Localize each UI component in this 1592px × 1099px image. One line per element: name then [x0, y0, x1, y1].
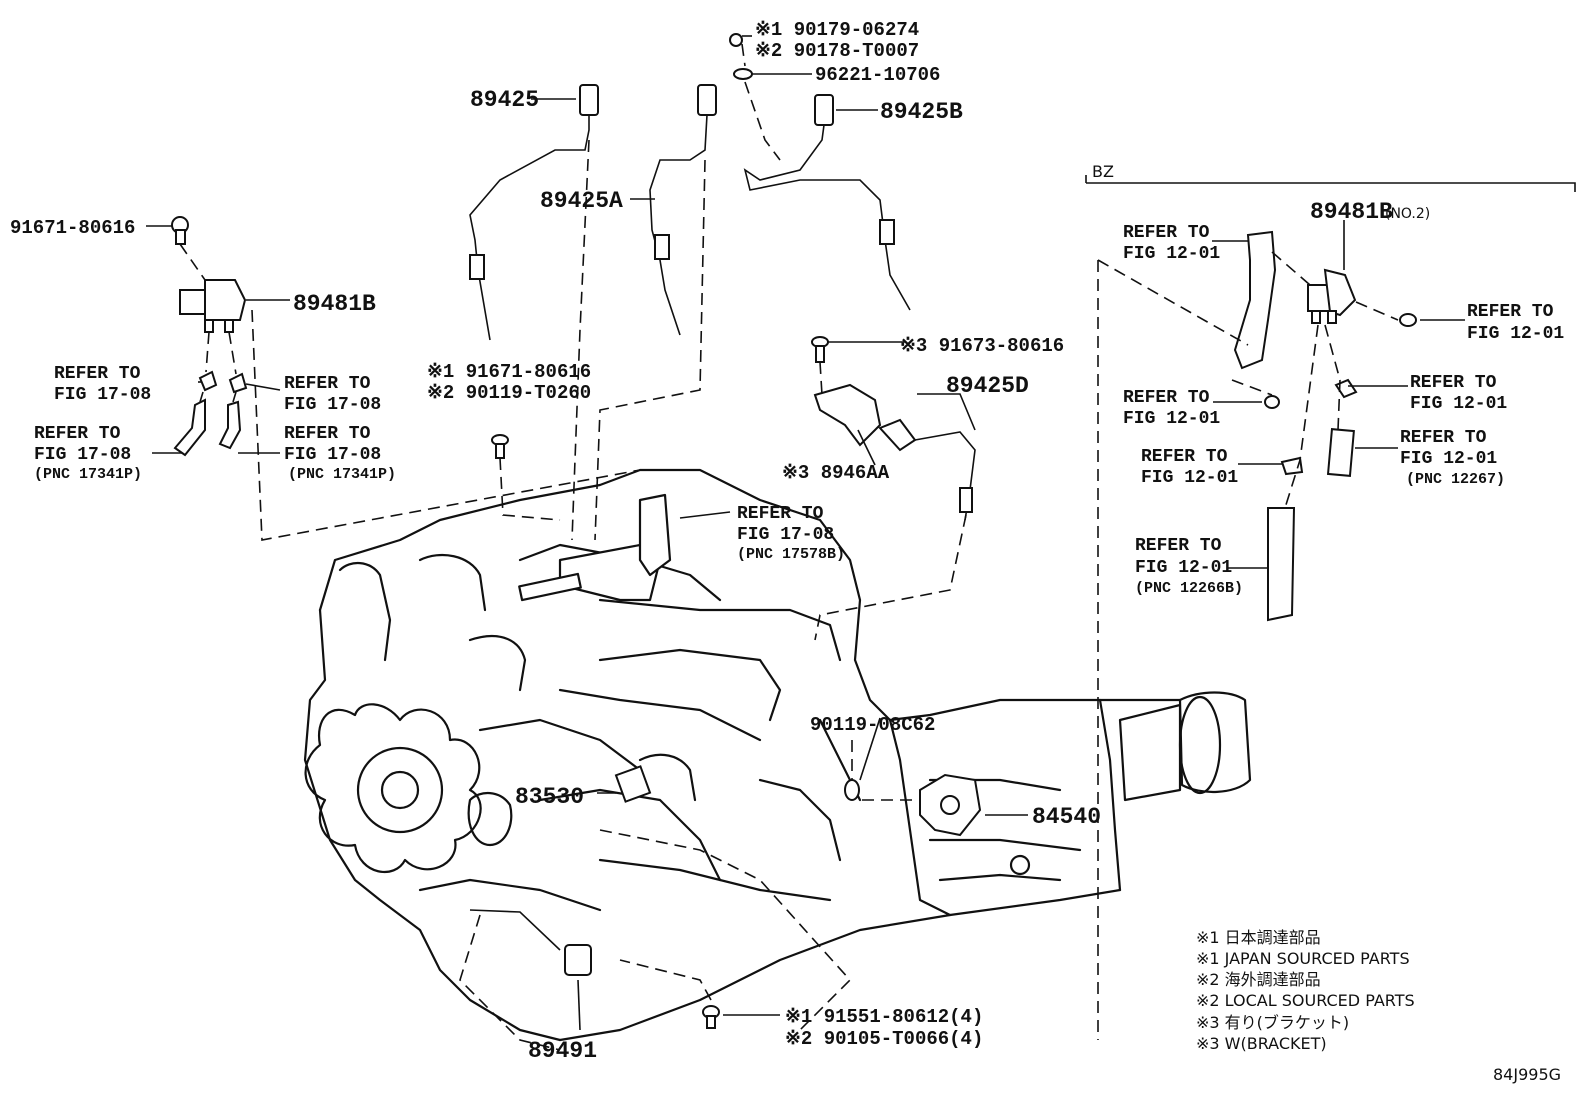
label-90179[interactable]: ※1 90179-06274: [755, 19, 919, 41]
part-hose-left-1[interactable]: [173, 398, 206, 457]
label-89491[interactable]: 89491: [528, 1038, 597, 1064]
bz-refer-5-line1[interactable]: REFER TO: [1141, 447, 1228, 467]
legend-note-4: ※2 LOCAL SOURCED PARTS: [1196, 991, 1415, 1010]
part-89425A-sensor[interactable]: [649, 84, 717, 336]
bz-refer-2-line2[interactable]: FIG 12-01: [1467, 324, 1564, 344]
refer-b-line1[interactable]: REFER TO: [284, 374, 371, 394]
label-8946AA[interactable]: ※3 8946AA: [782, 462, 890, 484]
labels: ※1 90179-06274 ※2 90178-T0007 96221-1070…: [10, 19, 1564, 1084]
part-84540-switch[interactable]: [919, 773, 982, 837]
part-bz-bolt-left[interactable]: [1264, 395, 1280, 409]
part-8946AA-bracket[interactable]: [813, 383, 882, 447]
part-89491-sensor[interactable]: [469, 909, 592, 976]
refer-b-line2[interactable]: FIG 17-08: [284, 395, 381, 415]
label-89425A[interactable]: 89425A: [540, 188, 623, 214]
refer-d-line2[interactable]: FIG 17-08: [284, 445, 381, 465]
bz-refer-3-line2[interactable]: FIG 12-01: [1123, 409, 1220, 429]
label-no2: (NO.2): [1385, 206, 1430, 222]
part-bz-hose-1[interactable]: [1326, 428, 1355, 477]
refer-e-pnc[interactable]: (PNC 17578B): [737, 546, 845, 563]
part-bz-bracket[interactable]: [1233, 230, 1277, 370]
bz-label: BZ: [1092, 162, 1114, 181]
part-83530-switch[interactable]: [614, 765, 652, 803]
part-90119-08C62-bolt[interactable]: [844, 779, 860, 801]
refer-d-pnc[interactable]: (PNC 17341P): [288, 466, 396, 483]
part-91671-bolt-mid[interactable]: [491, 434, 509, 459]
bz-refer-1-line1[interactable]: REFER TO: [1123, 223, 1210, 243]
label-84540[interactable]: 84540: [1032, 804, 1101, 830]
part-bz-bolt-right[interactable]: [1399, 313, 1417, 327]
refer-c-line1[interactable]: REFER TO: [34, 424, 121, 444]
label-89481B-no2[interactable]: 89481B: [1310, 199, 1393, 225]
label-89481B[interactable]: 89481B: [293, 291, 376, 317]
label-89425D[interactable]: 89425D: [946, 373, 1029, 399]
dashed-lines: [179, 43, 1399, 1051]
bz-refer-6-line1[interactable]: REFER TO: [1400, 428, 1487, 448]
part-89425B-sensor[interactable]: [743, 94, 911, 311]
part-90179-clip[interactable]: [729, 33, 743, 47]
label-91671-top[interactable]: 91671-80616: [10, 217, 135, 239]
part-89425-sensor[interactable]: [469, 84, 599, 341]
bz-refer-5-line2[interactable]: FIG 12-01: [1141, 468, 1238, 488]
part-bz-hose-2[interactable]: [1267, 507, 1296, 622]
bz-refer-7-line1[interactable]: REFER TO: [1135, 536, 1222, 556]
bz-refer-1-line2[interactable]: FIG 12-01: [1123, 244, 1220, 264]
refer-e-line2[interactable]: FIG 17-08: [737, 525, 834, 545]
refer-c-pnc[interactable]: (PNC 17341P): [34, 466, 142, 483]
label-89425B[interactable]: 89425B: [880, 99, 963, 125]
part-hose-left-2[interactable]: [218, 400, 242, 450]
refer-a-line2[interactable]: FIG 17-08: [54, 385, 151, 405]
label-90178[interactable]: ※2 90178-T0007: [755, 40, 919, 62]
legend-note-1: ※1 日本調達部品: [1196, 928, 1321, 947]
part-clip-left-1[interactable]: [198, 370, 218, 392]
label-91551[interactable]: ※1 91551-80612(4): [785, 1006, 983, 1028]
refer-e-line1[interactable]: REFER TO: [737, 504, 824, 524]
bz-refer-3-line1[interactable]: REFER TO: [1123, 388, 1210, 408]
part-91551-bolt[interactable]: [702, 1005, 720, 1029]
bz-refer-4-line2[interactable]: FIG 12-01: [1410, 394, 1507, 414]
legend-note-2: ※1 JAPAN SOURCED PARTS: [1196, 949, 1410, 968]
engine-assembly-illustration: [303, 468, 1252, 1042]
figure-code: 84J995G: [1493, 1065, 1561, 1084]
part-89425D-sensor[interactable]: [878, 418, 976, 521]
bz-refer-2-line1[interactable]: REFER TO: [1467, 302, 1554, 322]
leader-lines: [146, 35, 1576, 1031]
bz-refer-6-line2[interactable]: FIG 12-01: [1400, 449, 1497, 469]
fan: [304, 703, 482, 874]
bz-refer-7-line2[interactable]: FIG 12-01: [1135, 558, 1232, 578]
label-83530[interactable]: 83530: [515, 784, 584, 810]
part-bz-clip-1[interactable]: [1334, 378, 1358, 399]
label-89425[interactable]: 89425: [470, 87, 539, 113]
bz-refer-7-pnc[interactable]: (PNC 12266B): [1135, 580, 1243, 597]
label-91671-mid[interactable]: ※1 91671-80616: [427, 361, 591, 383]
part-clip-left-2[interactable]: [228, 372, 248, 394]
label-90119-08C62[interactable]: 90119-08C62: [810, 714, 935, 736]
part-96221-gasket[interactable]: [733, 68, 753, 80]
refer-a-line1[interactable]: REFER TO: [54, 364, 141, 384]
label-90119-T0260[interactable]: ※2 90119-T0260: [427, 382, 591, 404]
bz-refer-6-pnc[interactable]: (PNC 12267): [1406, 471, 1505, 488]
bz-refer-4-line1[interactable]: REFER TO: [1410, 373, 1497, 393]
label-91673[interactable]: ※3 91673-80616: [900, 335, 1064, 357]
legend-note-5: ※3 有り(ブラケット): [1196, 1013, 1349, 1032]
legend-note-6: ※3 W(BRACKET): [1196, 1034, 1327, 1053]
part-89481B-valve[interactable]: [179, 279, 247, 333]
refer-c-line2[interactable]: FIG 17-08: [34, 445, 131, 465]
refer-d-line1[interactable]: REFER TO: [284, 424, 371, 444]
label-96221[interactable]: 96221-10706: [815, 64, 940, 86]
part-91671-bolt-left[interactable]: [171, 216, 189, 245]
label-90105[interactable]: ※2 90105-T0066(4): [785, 1028, 983, 1050]
part-91673-bolt[interactable]: [811, 336, 829, 363]
legend-note-3: ※2 海外調達部品: [1196, 970, 1321, 989]
part-bz-clip-2[interactable]: [1280, 456, 1304, 476]
part-89481B-no2-valve[interactable]: [1307, 268, 1357, 324]
